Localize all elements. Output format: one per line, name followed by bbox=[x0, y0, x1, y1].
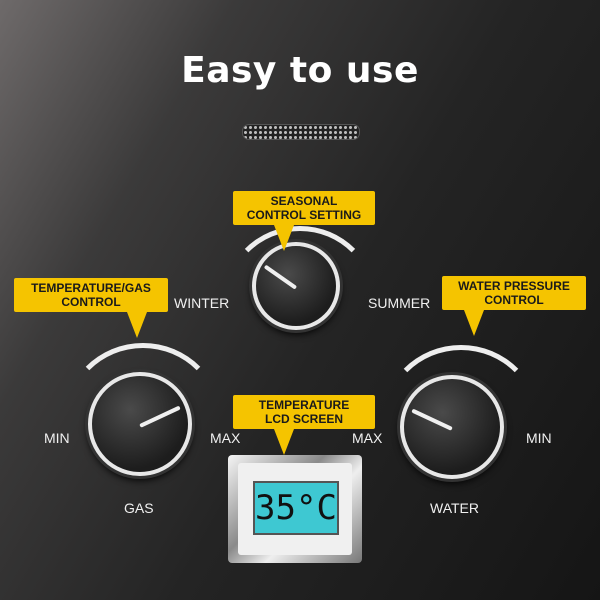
water-needle bbox=[411, 408, 453, 431]
seasonal-knob[interactable] bbox=[252, 242, 340, 330]
water-max-label: MAX bbox=[352, 430, 383, 446]
temperature-gas-callout: TEMPERATURE/GAS CONTROL bbox=[14, 278, 168, 312]
water-min-label: MIN bbox=[526, 430, 552, 446]
water-knob[interactable] bbox=[400, 375, 504, 479]
gas-max-label: MAX bbox=[210, 430, 241, 446]
page-title: Easy to use bbox=[181, 50, 419, 91]
lcd-bezel: 35°C bbox=[228, 455, 362, 563]
water-label: WATER bbox=[430, 500, 479, 516]
water-arc bbox=[380, 345, 542, 507]
seasonal-arc bbox=[222, 226, 378, 382]
lcd-surround: 35°C bbox=[238, 463, 352, 555]
summer-label: SUMMER bbox=[368, 295, 431, 311]
seasonal-callout: SEASONAL CONTROL SETTING bbox=[233, 191, 375, 225]
lcd-callout: TEMPERATURE LCD SCREEN bbox=[233, 395, 375, 429]
vent-grille bbox=[242, 124, 360, 140]
gas-needle bbox=[139, 405, 181, 428]
gas-knob[interactable] bbox=[88, 372, 192, 476]
lcd-display: 35°C bbox=[253, 481, 339, 535]
gas-min-label: MIN bbox=[44, 430, 70, 446]
water-pressure-callout: WATER PRESSURE CONTROL bbox=[442, 276, 586, 310]
gas-label: GAS bbox=[124, 500, 154, 516]
winter-label: WINTER bbox=[174, 295, 230, 311]
gas-arc bbox=[62, 343, 224, 505]
seasonal-needle bbox=[263, 264, 298, 290]
